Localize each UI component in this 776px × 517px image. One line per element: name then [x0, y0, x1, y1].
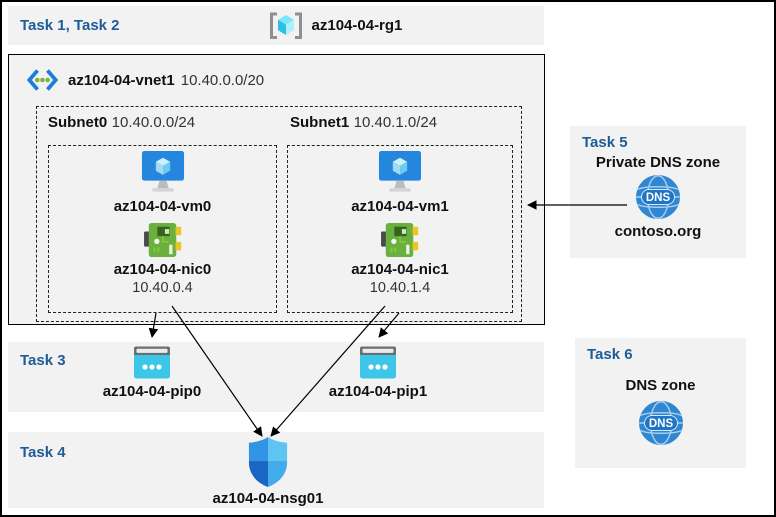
subnet0-title: Subnet0 10.40.0.0/24	[48, 114, 195, 132]
subnet1-cidr: 10.40.1.0/24	[353, 114, 438, 131]
nsg-name: az104-04-nsg01	[212, 490, 324, 507]
dns-globe-icon: DNS	[638, 400, 684, 446]
public-ip-icon	[360, 346, 396, 379]
virtual-machine-icon	[377, 151, 423, 195]
vnet-cidr: 10.40.0.0/20	[180, 71, 265, 89]
nic1-name: az104-04-nic1	[351, 261, 449, 278]
pip0-name: az104-04-pip0	[102, 383, 202, 400]
task-6-box: Task 6 DNS zone DNS	[575, 338, 746, 468]
dns-zone-title: DNS zone	[625, 377, 696, 394]
nic1-ip: 10.40.1.4	[369, 280, 431, 296]
task-5-label: Task 5	[582, 134, 628, 151]
vnet-header: az104-04-vnet1 10.40.0.0/20	[27, 69, 264, 91]
public-ip-icon	[134, 346, 170, 379]
resource-group-name: az104-04-rg1	[311, 17, 403, 34]
vm1-name: az104-04-vm1	[351, 198, 449, 215]
vnet-address-space-box: Subnet0 10.40.0.0/24 Subnet1 10.40.1.0/2…	[36, 106, 522, 322]
task-1-2-label: Task 1, Task 2	[20, 17, 120, 34]
pip1-group: az104-04-pip1	[298, 346, 458, 400]
subnet0-cidr: 10.40.0.0/24	[111, 114, 196, 131]
pip1-name: az104-04-pip1	[328, 383, 428, 400]
private-dns-zone-name: contoso.org	[614, 223, 702, 240]
subnet0-name: Subnet0	[48, 114, 108, 131]
subnet1-title: Subnet1 10.40.1.0/24	[290, 114, 437, 132]
virtual-network-icon	[27, 69, 58, 91]
pip0-group: az104-04-pip0	[72, 346, 232, 400]
svg-text:DNS: DNS	[646, 192, 671, 204]
dns-globe-icon: DNS	[635, 174, 681, 220]
nic0-name: az104-04-nic0	[113, 261, 212, 278]
nsg-shield-icon	[243, 436, 293, 488]
private-dns-zone-title: Private DNS zone	[595, 154, 721, 171]
subnet1-box: az104-04-vm1 az104-04-	[287, 145, 513, 313]
virtual-machine-icon	[140, 151, 186, 195]
vm0-name: az104-04-vm0	[113, 198, 212, 215]
subnet0-box: az104-04-vm0 az104-04-	[48, 145, 277, 313]
nic0-ip: 10.40.0.4	[132, 280, 193, 296]
task-3-band: Task 3 az104-04-pip0	[8, 342, 544, 412]
vnet-box: az104-04-vnet1 10.40.0.0/20 Subnet0 10.4…	[8, 54, 545, 325]
network-interface-icon	[143, 222, 182, 258]
task-4-label: Task 4	[20, 444, 66, 461]
nsg-group: az104-04-nsg01	[188, 436, 348, 507]
subnet1-name: Subnet1	[290, 114, 350, 131]
task-6-label: Task 6	[587, 346, 633, 363]
resource-group-cube-icon	[268, 12, 304, 40]
task-4-band: Task 4 az104-04-nsg0	[8, 432, 544, 508]
task-1-2-band: Task 1, Task 2 az104-04-rg1	[8, 6, 544, 45]
network-interface-icon	[381, 222, 419, 258]
task-3-label: Task 3	[20, 352, 66, 369]
task-5-box: Task 5 Private DNS zone DNS contoso.org	[570, 126, 746, 258]
vnet-name: az104-04-vnet1	[68, 71, 175, 89]
svg-text:DNS: DNS	[648, 418, 673, 430]
